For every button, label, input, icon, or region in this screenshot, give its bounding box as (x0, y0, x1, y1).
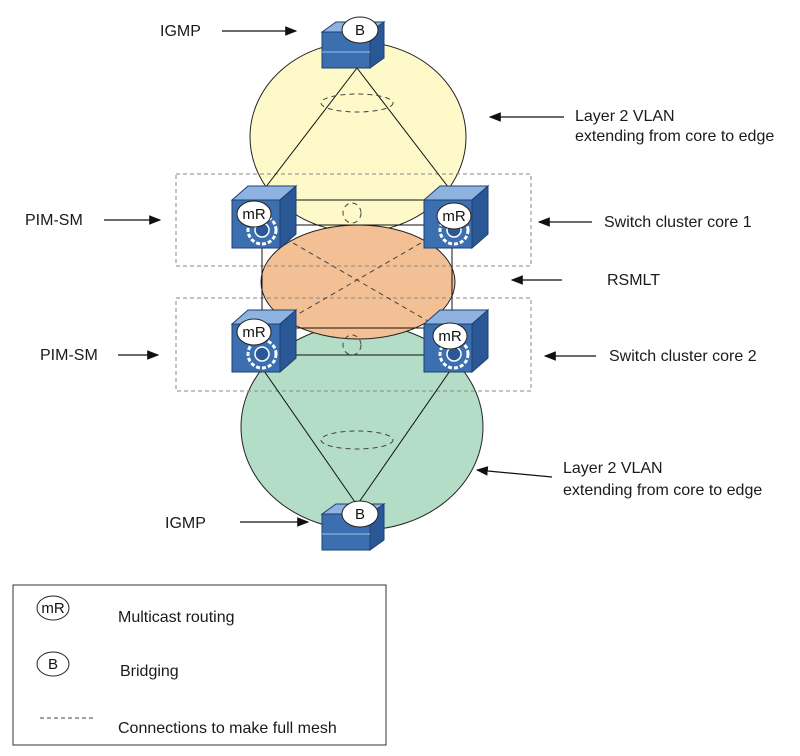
label-pim-sm-1: PIM-SM (25, 212, 83, 229)
legend-multicast-symbol (36, 595, 70, 621)
label-igmp-top: IGMP (160, 23, 201, 40)
router-badge-core1-right: mR (442, 208, 465, 225)
router-switch-core1-right: mR (422, 184, 490, 250)
label-pim-sm-2: PIM-SM (40, 347, 98, 364)
cluster-core-2-box (175, 297, 532, 392)
bridge-badge-bottom: B (355, 506, 365, 523)
bridge-badge-top: B (355, 22, 365, 39)
label-rsmlt: RSMLT (607, 272, 660, 289)
label-igmp-bottom: IGMP (165, 515, 206, 532)
legend-bridging-symbol-text: B (48, 656, 58, 673)
bridge-switch-top: B (320, 16, 386, 69)
label-cluster-core-1: Switch cluster core 1 (604, 214, 752, 231)
legend-multicast-label: Multicast routing (118, 609, 235, 626)
cluster-core-1-box (175, 173, 532, 267)
router-switch-core2-right: mR (422, 308, 490, 374)
annotation-arrows (104, 26, 596, 527)
bridge-switch-bottom: B (320, 500, 386, 551)
router-badge-core2-right: mR (438, 328, 461, 345)
legend-mesh-label: Connections to make full mesh (118, 720, 337, 737)
label-l2vlan-top-line2: extending from core to edge (575, 128, 774, 145)
legend-multicast-symbol-text: mR (41, 600, 64, 617)
legend-bridging-symbol (36, 651, 70, 677)
label-cluster-core-2: Switch cluster core 2 (609, 348, 757, 365)
label-l2vlan-top-line1: Layer 2 VLAN (575, 108, 675, 125)
label-l2vlan-bottom-line1: Layer 2 VLAN (563, 460, 663, 477)
router-switch-core1-left: mR (230, 184, 298, 250)
router-badge-core1-left: mR (242, 206, 265, 223)
router-switch-core2-left: mR (230, 308, 298, 374)
legend: mR Multicast routing B Bridging Connecti… (12, 584, 387, 746)
legend-bridging-label: Bridging (120, 663, 179, 680)
label-l2vlan-bottom-line2: extending from core to edge (563, 482, 762, 499)
router-badge-core2-left: mR (242, 324, 265, 341)
